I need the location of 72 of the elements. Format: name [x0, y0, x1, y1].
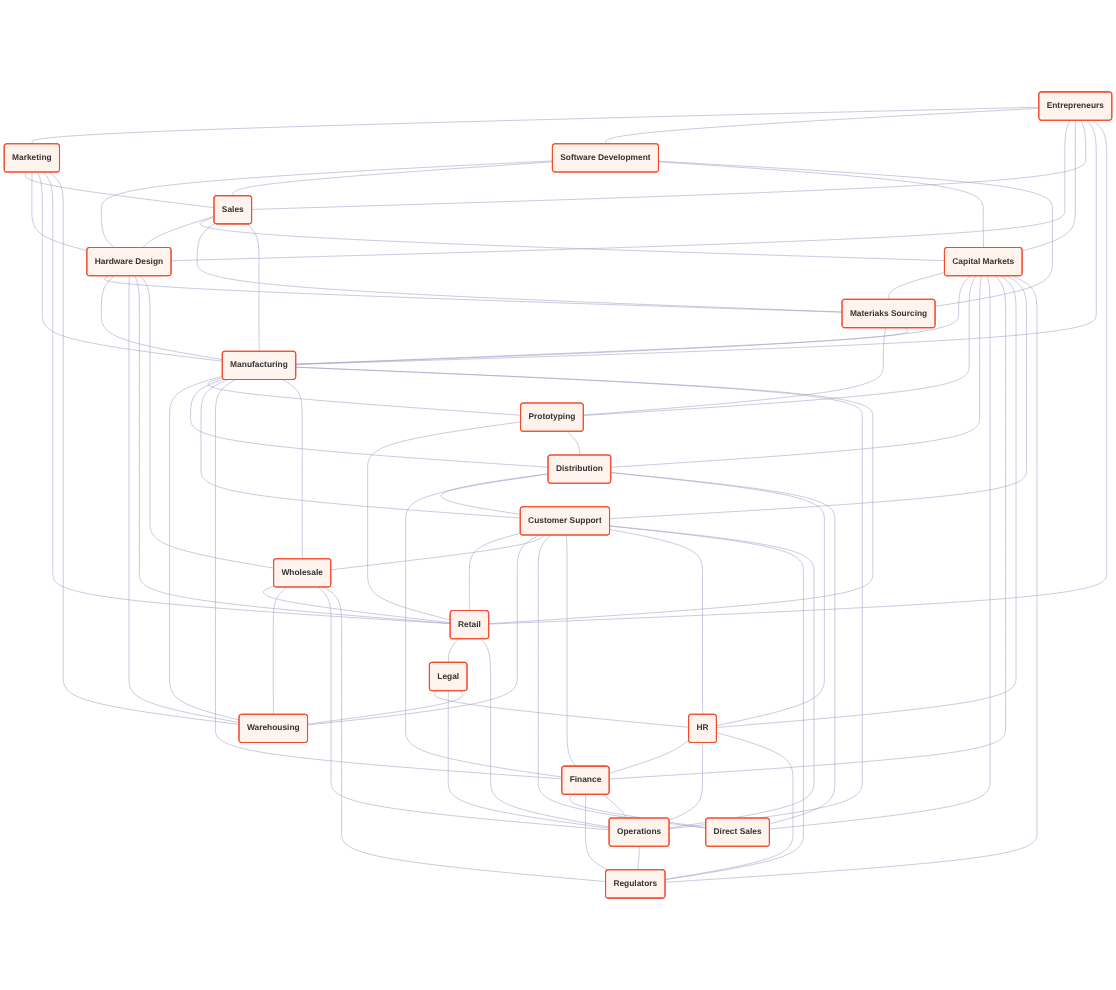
- connector: [658, 160, 1053, 307]
- connector: [434, 690, 690, 728]
- connector: [104, 275, 843, 313]
- connector: [247, 223, 260, 352]
- connector: [888, 272, 945, 300]
- connector: [609, 275, 1027, 519]
- connector: [658, 161, 984, 248]
- connector: [585, 794, 609, 871]
- connector: [602, 794, 628, 819]
- connector: [49, 172, 240, 725]
- connector: [273, 586, 287, 715]
- connector: [295, 327, 909, 365]
- connector: [200, 216, 945, 261]
- connector: [251, 120, 1087, 210]
- connector: [207, 377, 522, 416]
- connector: [317, 586, 610, 831]
- connector: [609, 275, 1006, 780]
- connector: [140, 275, 275, 569]
- connector: [101, 275, 223, 360]
- connector: [215, 379, 563, 780]
- connector: [24, 172, 215, 208]
- connector: [448, 638, 459, 663]
- connector: [1022, 120, 1076, 252]
- connector: [101, 160, 553, 248]
- connector: [583, 275, 977, 416]
- connector: [668, 742, 703, 821]
- connector: [128, 275, 240, 723]
- connector: [610, 472, 836, 825]
- connector: [537, 535, 707, 829]
- connector: [31, 106, 1040, 145]
- connector: [488, 120, 1107, 625]
- connector: [716, 275, 1017, 728]
- connector: [190, 378, 549, 468]
- connector: [610, 472, 825, 726]
- connector: [323, 586, 607, 882]
- connector: [566, 535, 576, 767]
- connector: [469, 533, 521, 612]
- connector: [295, 275, 971, 365]
- connector: [37, 172, 223, 362]
- connector: [142, 215, 215, 248]
- connector: [134, 275, 451, 624]
- connector: [609, 525, 815, 829]
- connector: [367, 421, 522, 621]
- connector: [566, 431, 580, 456]
- connector: [609, 525, 804, 880]
- connector: [441, 473, 549, 515]
- connector: [480, 638, 610, 828]
- connector: [605, 108, 1040, 145]
- connector: [637, 846, 640, 871]
- connector: [196, 223, 843, 313]
- connector: [307, 690, 463, 725]
- connector: [405, 473, 563, 778]
- connector: [307, 535, 540, 726]
- connector: [31, 172, 88, 251]
- connector: [232, 161, 553, 197]
- connector: [769, 275, 991, 830]
- connector: [583, 327, 887, 416]
- connector: [295, 120, 1097, 365]
- connector: [665, 732, 794, 880]
- connector: [169, 376, 240, 721]
- connector: [610, 275, 982, 468]
- connector: [330, 535, 546, 571]
- connector: [295, 366, 874, 624]
- connector: [171, 120, 1071, 261]
- connector: [609, 739, 690, 774]
- connector: [609, 529, 703, 715]
- connector: [282, 379, 303, 560]
- connector: [263, 585, 451, 623]
- connector: [43, 172, 451, 624]
- connector: [447, 690, 610, 829]
- connector: [200, 379, 521, 519]
- connector: [665, 275, 1038, 883]
